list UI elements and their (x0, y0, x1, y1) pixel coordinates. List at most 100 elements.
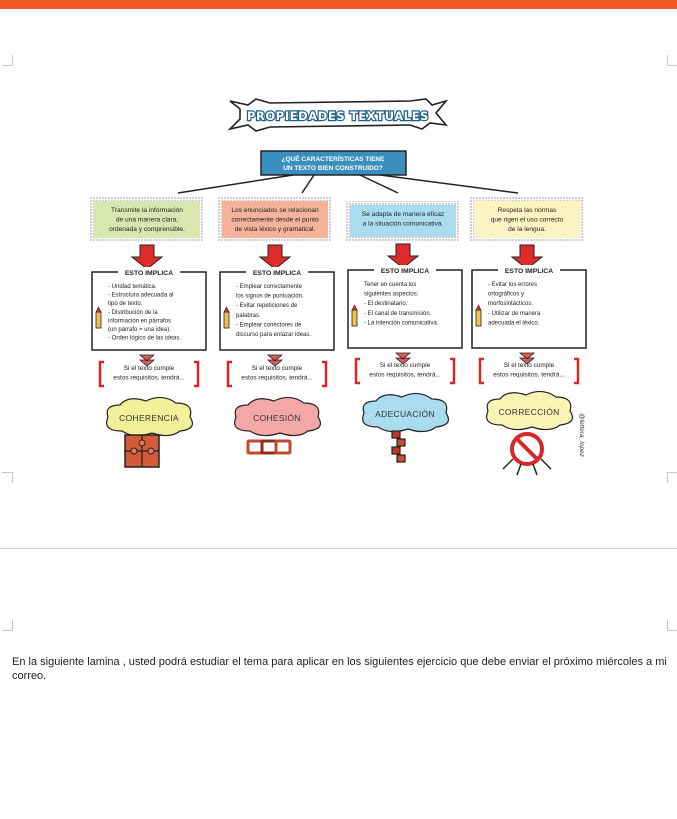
crop-mark-page2-right (667, 620, 677, 631)
pencil-tip (351, 304, 358, 311)
cloud-shape (362, 392, 449, 433)
implica-line: - Unidad temática. (108, 284, 157, 290)
implica-title-bg (118, 267, 180, 276)
chevron-down-icon (266, 354, 284, 367)
desc-line: correctamente desde el punto (231, 217, 319, 224)
pencil-icon (223, 311, 230, 329)
implica-line: morfosintácticos. (488, 301, 533, 307)
implica-line: adecuada el léxico. (488, 320, 540, 326)
desc-line: ordenada y comprensible. (109, 226, 185, 233)
desc-box (222, 201, 328, 238)
implica-line: - Utilizar de manera (488, 311, 541, 317)
implica-title: ESTO IMPLICA (253, 270, 301, 277)
bracket-left (354, 357, 360, 385)
instruction-text: En la siguiente lamina , usted podrá est… (12, 656, 667, 682)
chain-icon (246, 439, 292, 455)
pencil-tip (95, 306, 102, 313)
down-arrow-icon (386, 243, 420, 269)
prohibited-sign-icon (502, 432, 552, 476)
implica-title-bg (374, 265, 436, 274)
spring-icon (391, 430, 406, 463)
desc-line: Los enunciados se relacionan (231, 207, 319, 214)
implica-title: ESTO IMPLICA (505, 268, 553, 275)
property-name: COHERENCIA (119, 413, 179, 423)
implica-line: información en párrafos (108, 318, 171, 324)
implica-line: - Evitar los errores (488, 282, 537, 288)
condition-line: Si el texto cumple (504, 362, 555, 369)
condition-line: Si el texto cumple (380, 362, 431, 369)
implica-line: - Estructura adecuada al (108, 293, 173, 299)
bracket-left (226, 360, 232, 388)
bracket-right (574, 357, 580, 385)
implica-line: los signos de puntuación. (236, 294, 304, 300)
crop-mark-bottom-left (2, 472, 13, 483)
implica-line: (un párrafo = una idea). (108, 327, 171, 333)
desc-line: de una manera clara, (116, 217, 178, 224)
down-arrow-icon (130, 244, 164, 270)
bracket-right (322, 360, 328, 388)
condition-line: estos requisitos, tendrá... (369, 372, 441, 379)
implica-line: - El canal de transmisión. (364, 311, 432, 317)
top-accent-bar (0, 0, 677, 9)
pencil-icon (351, 309, 358, 327)
implica-line: Tener en cuenta los (364, 282, 416, 288)
implica-title: ESTO IMPLICA (125, 270, 173, 277)
implica-title: ESTO IMPLICA (381, 268, 429, 275)
infographic-image: PROPIEDADES TEXTUALES ¿QUÉ CARACTERÍSTIC… (90, 98, 587, 476)
implica-line: tipo de texto. (108, 301, 143, 307)
desc-box (350, 205, 456, 237)
pencil-icon (475, 309, 482, 327)
property-name: COHESIÓN (253, 413, 301, 423)
chevron-down-icon (138, 354, 156, 367)
condition-line: Si el texto cumple (124, 365, 175, 372)
page-divider (0, 548, 677, 549)
question-line-1: ¿QUÉ CARACTERÍSTICAS TIENE (282, 154, 386, 163)
chevron-down-icon (394, 352, 412, 365)
desc-box (94, 201, 200, 238)
condition-line: Si el texto cumple (252, 365, 303, 372)
bracket-left (98, 360, 104, 388)
implica-line: - La intención comunicativa. (364, 320, 439, 326)
implica-line: - Emplear correctamente (236, 284, 303, 290)
implica-line: - Evitar repeticiones de (236, 303, 298, 309)
puzzle-icon (124, 434, 160, 468)
condition-line: estos requisitos, tendrá... (493, 372, 565, 379)
crop-mark-top-left (2, 55, 13, 66)
implica-line: - Distribución de la (108, 310, 158, 316)
pencil-tip (223, 306, 230, 313)
condition-line: estos requisitos, tendrá... (241, 375, 313, 382)
implica-line: discurso para enlazar ideas. (236, 332, 311, 338)
desc-line: de la lengua. (508, 226, 546, 233)
desc-line: Se adapta de manera eficaz (362, 211, 444, 218)
column-adecuacion: Se adapta de manera eficaz a la situación… (346, 201, 463, 433)
implica-line: palabras. (236, 313, 261, 319)
implica-line: - El destinatario. (364, 301, 408, 307)
condition-line: estos requisitos, tendrá... (113, 375, 185, 382)
implica-box (91, 271, 207, 351)
cloud-shape (234, 396, 321, 437)
pencil-icon (95, 311, 102, 329)
chevron-down-icon (518, 352, 536, 365)
title-banner: PROPIEDADES TEXTUALES (227, 98, 449, 132)
column-cohesion: Los enunciados se relacionan correctament… (218, 197, 335, 437)
desc-line: a la situación comunicativa. (363, 221, 444, 228)
implica-title-bg (246, 267, 308, 276)
desc-box (474, 201, 580, 238)
question-box: ¿QUÉ CARACTERÍSTICAS TIENE UN TEXTO BIEN… (260, 150, 407, 176)
desc-line: Respeta las normas (498, 207, 557, 214)
implica-line: - Emplear conectores de (236, 322, 302, 328)
pencil-tip (475, 304, 482, 311)
bracket-right (194, 360, 200, 388)
cloud-shape (486, 390, 573, 431)
property-name: ADECUACIÓN (375, 409, 435, 419)
infographic-title: PROPIEDADES TEXTUALES (247, 109, 429, 123)
implica-box (347, 269, 463, 349)
desc-line: que rigen el uso correcto (491, 217, 564, 224)
author-signature: @lettera_lopez (578, 413, 585, 458)
column-correccion: Respeta las normas que rigen el uso corre… (470, 197, 587, 431)
crop-mark-page2-left (2, 620, 13, 631)
property-name: CORRECCIÓN (498, 407, 559, 417)
down-arrow-icon (258, 244, 292, 270)
bracket-left (478, 357, 484, 385)
